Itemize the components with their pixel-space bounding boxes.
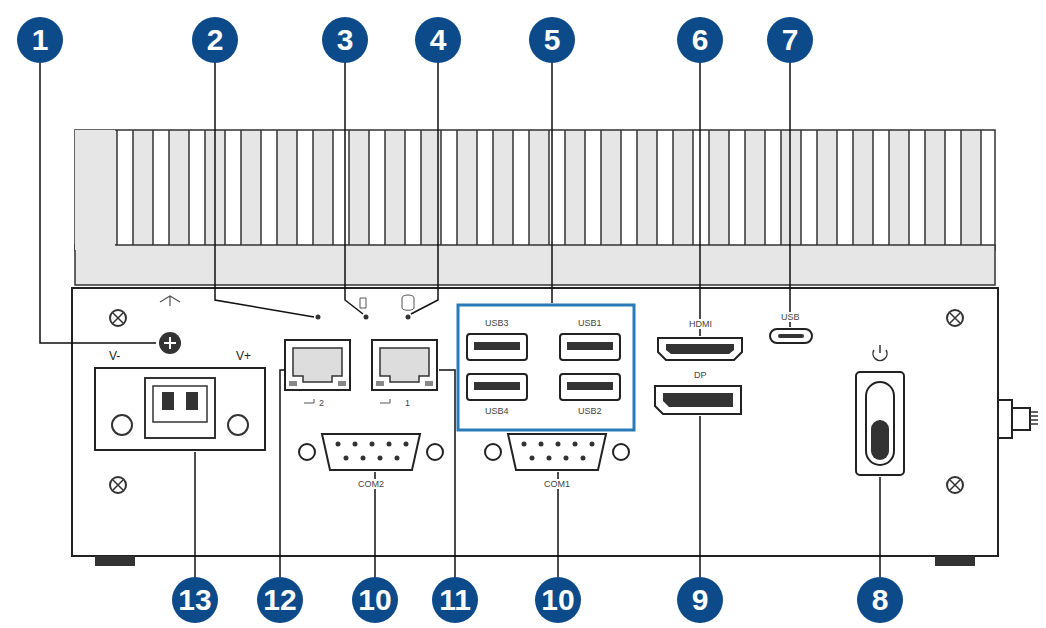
callout-number: 2 [192, 17, 238, 63]
callout-number: 4 [415, 17, 461, 63]
callout-number: 6 [677, 17, 723, 63]
port-label: DP [693, 370, 708, 380]
callout-number: 3 [322, 17, 368, 63]
callout-number: 12 [257, 577, 303, 623]
callout-number: 10 [535, 577, 581, 623]
port-label: 1 [404, 398, 411, 408]
callout-number: 8 [857, 577, 903, 623]
port-label: COM1 [543, 479, 571, 489]
callout-number: 9 [677, 577, 723, 623]
port-label: USB2 [577, 406, 603, 416]
port-label: USB1 [577, 318, 603, 328]
port-label: USB3 [484, 318, 510, 328]
terminal-label: V- [109, 350, 120, 363]
callout-number: 5 [529, 17, 575, 63]
port-label: USB4 [484, 406, 510, 416]
callout-number: 11 [432, 577, 478, 623]
terminal-label: V+ [236, 350, 251, 363]
callout-number: 10 [352, 577, 398, 623]
port-label: USB [780, 312, 801, 322]
callout-number: 13 [172, 577, 218, 623]
port-label: 2 [318, 398, 325, 408]
port-label: HDMI [688, 319, 713, 329]
callout-number: 7 [767, 17, 813, 63]
port-label: COM2 [357, 479, 385, 489]
callout-number: 1 [17, 17, 63, 63]
